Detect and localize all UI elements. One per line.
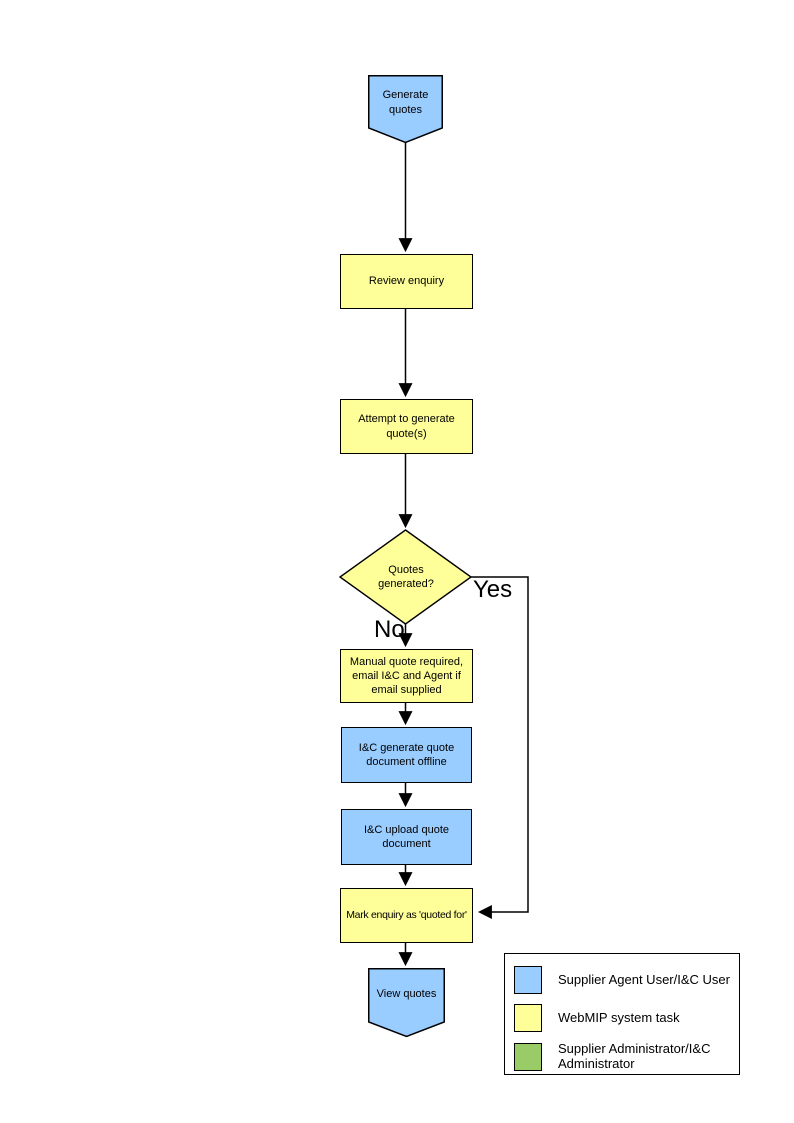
decision-node-label: Quotes generated? [378, 563, 434, 590]
manual-quote-node: Manual quote required, email I&C and Age… [340, 649, 473, 703]
end-node-label: View quotes [376, 988, 437, 1001]
legend-item-system-task: WebMIP system task [514, 1004, 739, 1032]
yes-branch-label: Yes [473, 576, 513, 603]
legend-label: Supplier Administrator/I&C Administrator [558, 1041, 711, 1071]
generate-offline-node: I&C generate quote document offline [341, 727, 472, 783]
arrow-yes-branch [471, 576, 529, 919]
green-swatch [514, 1042, 542, 1071]
review-enquiry-node: Review enquiry [340, 254, 473, 309]
start-node-label: Generate quotes [382, 89, 429, 116]
mark-quoted-node: Mark enquiry as 'quoted for' [340, 888, 473, 943]
blue-swatch [514, 966, 542, 994]
legend-label: WebMIP system task [558, 1009, 680, 1025]
attempt-generate-node: Attempt to generate quote(s) [340, 399, 473, 454]
yellow-swatch [514, 1004, 542, 1032]
legend-label: Supplier Agent User/I&C User [558, 971, 730, 987]
no-branch-label: No [374, 616, 405, 643]
upload-document-node: I&C upload quote document [341, 809, 472, 865]
legend-item-agent-user: Supplier Agent User/I&C User [514, 966, 739, 994]
legend-item-administrator: Supplier Administrator/I&C Administrator [514, 1041, 739, 1072]
legend-box: Supplier Agent User/I&C User WebMIP syst… [504, 953, 740, 1075]
